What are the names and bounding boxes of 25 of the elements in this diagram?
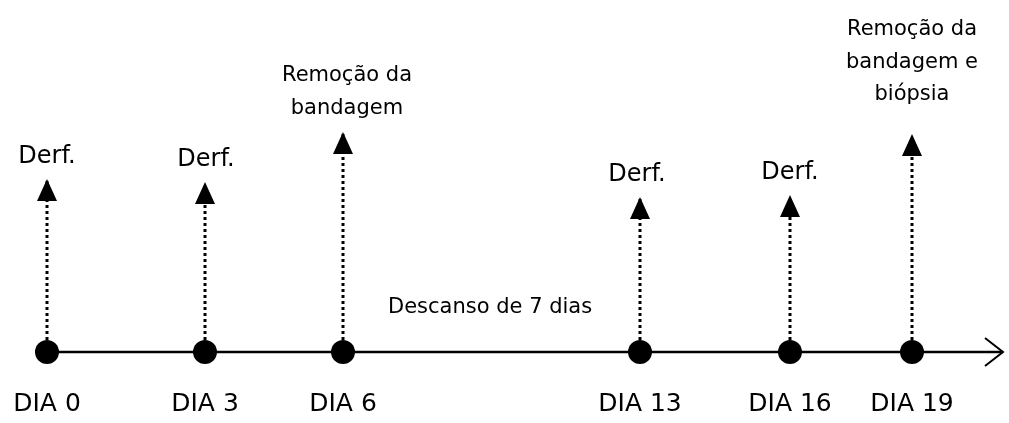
- rest-period-note: Descanso de 7 dias: [388, 294, 593, 318]
- timeline-dot: [778, 340, 802, 364]
- timeline-dot: [193, 340, 217, 364]
- dotted-arrow: [630, 197, 650, 340]
- day-label: DIA 16: [748, 388, 832, 417]
- day-label: DIA 0: [13, 388, 81, 417]
- timeline-dot: [628, 340, 652, 364]
- dotted-arrow: [333, 132, 353, 340]
- timeline-dot: [900, 340, 924, 364]
- dotted-arrow: [195, 182, 215, 340]
- event-label: Derf.: [595, 155, 679, 193]
- timeline-dot: [35, 340, 59, 364]
- event-label: Derf.: [748, 153, 832, 191]
- event-label: Remoção da bandagem e biópsia: [822, 12, 1002, 110]
- event-label: Derf.: [5, 137, 89, 175]
- day-label: DIA 13: [598, 388, 682, 417]
- dotted-arrow: [37, 179, 57, 340]
- day-label: DIA 19: [870, 388, 954, 417]
- timeline-dot: [331, 340, 355, 364]
- dotted-arrow: [902, 134, 922, 340]
- event-label: Remoção da bandagem: [262, 58, 432, 124]
- day-label: DIA 3: [171, 388, 239, 417]
- day-label: DIA 6: [309, 388, 377, 417]
- event-label: Derf.: [164, 140, 248, 178]
- dotted-arrow: [780, 195, 800, 340]
